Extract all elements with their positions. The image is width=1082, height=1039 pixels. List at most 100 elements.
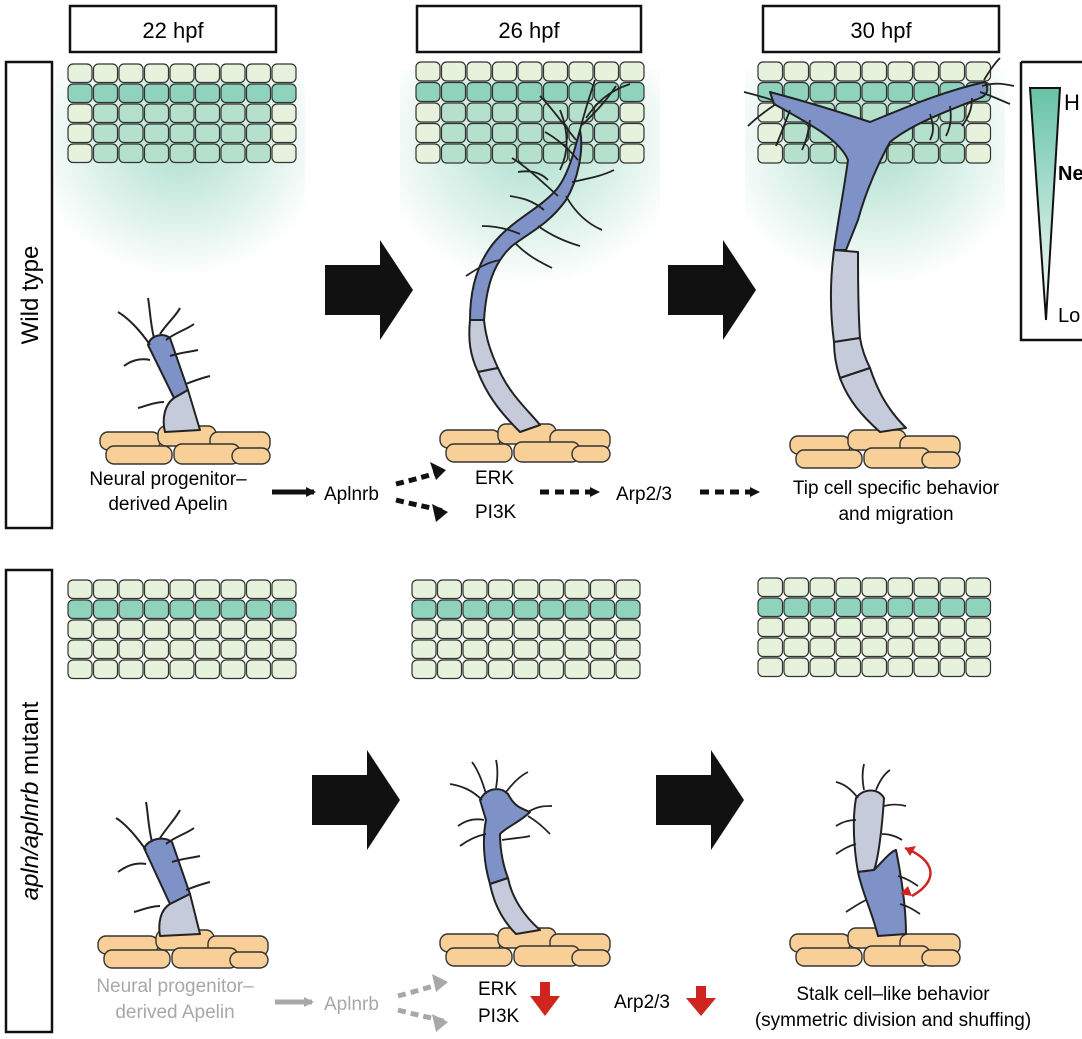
neural-cell (220, 659, 246, 680)
neural-cell (143, 659, 170, 680)
neural-cell (487, 599, 514, 620)
neural-cell (913, 617, 940, 638)
mut-pi3k: PI3K (478, 1006, 520, 1027)
neural-cell (143, 63, 170, 84)
endothelial-base-wt-22 (99, 425, 271, 465)
neural-cell (411, 659, 437, 680)
neural-cell (194, 659, 221, 680)
neural-grid-mut-26 (411, 579, 641, 680)
neural-cell (143, 123, 170, 144)
neural-cell (593, 102, 620, 123)
endothelial-cell (921, 949, 961, 967)
neural-cell (440, 81, 467, 103)
neural-cell (169, 579, 195, 600)
neural-cell (194, 619, 221, 640)
neural-cell (436, 599, 463, 620)
neural-cell (589, 599, 616, 620)
neural-cell (271, 639, 297, 660)
wt-source-line2: derived Apelin (108, 494, 227, 515)
neural-cell (861, 597, 888, 618)
neural-cell (118, 83, 144, 104)
endothelial-base-wt-30 (789, 429, 961, 469)
neural-cell (757, 143, 784, 164)
apelin-gradient-legend: H Ne Lo (1019, 60, 1082, 342)
neural-cell (939, 61, 966, 82)
neural-cell (568, 61, 594, 82)
neural-tube-grids (67, 61, 992, 680)
endothelial-base-mut-30 (789, 927, 961, 967)
neural-cell (118, 63, 144, 84)
mutant-label-rest: mutant (17, 701, 44, 781)
sprout-mut-26 (449, 759, 553, 935)
sprout-wt-26 (465, 79, 631, 433)
legend-low-label: Lo (1058, 305, 1080, 327)
neural-cell (118, 639, 144, 660)
time-header-30: 30 hpf (761, 4, 1001, 54)
sprout-wt-30 (743, 57, 1015, 433)
neural-cell (220, 143, 246, 164)
neural-cell (220, 639, 246, 660)
neural-cell (538, 639, 565, 660)
neural-cell (835, 577, 862, 598)
wild-type-label: Wild type (17, 246, 44, 345)
neural-cell (619, 143, 645, 164)
wt-arp: Arp2/3 (616, 484, 672, 505)
neural-cell (118, 599, 144, 620)
neural-cell (466, 81, 492, 103)
time-header-22: 22 hpf (68, 4, 278, 54)
neural-grid-mut-30 (757, 577, 992, 678)
neural-cell (965, 637, 992, 658)
endothelial-cell (445, 443, 513, 463)
neural-cell (757, 617, 784, 638)
neural-cell (118, 619, 144, 640)
mut-arp: Arp2/3 (614, 992, 670, 1013)
neural-cell (466, 102, 492, 123)
neural-cell (92, 143, 119, 164)
endothelial-cell (171, 947, 239, 969)
neural-cell (245, 103, 272, 124)
neural-cell (415, 81, 441, 103)
neural-cell (783, 577, 810, 598)
endothelial-cell (921, 451, 961, 469)
neural-cell (887, 81, 914, 103)
mut-source-line1: Neural progenitor– (96, 976, 254, 997)
neural-cell (220, 619, 246, 640)
neural-cell (939, 143, 966, 164)
neural-cell (245, 143, 272, 164)
neural-cell (913, 637, 940, 658)
neural-cell (913, 122, 940, 144)
neural-cell (809, 657, 836, 678)
neural-cell (589, 619, 616, 640)
mut-receptor: Aplnrb (324, 994, 379, 1015)
endothelial-cell (231, 447, 271, 465)
wt-outcome-line1: Tip cell specific behavior (793, 478, 1000, 499)
neural-cell (517, 61, 543, 82)
neural-cell (861, 577, 888, 598)
mut-pathway: Neural progenitor– derived Apelin Aplnrb… (96, 974, 1031, 1032)
gradient-wedge (1028, 87, 1062, 321)
neural-cell (809, 637, 836, 658)
neural-cell (143, 639, 170, 660)
mut-outcome-line2: (symmetric division and shuffing) (755, 1010, 1031, 1031)
neural-cell (169, 143, 195, 164)
endothelial-cell (795, 449, 863, 469)
neural-cell (194, 143, 221, 164)
neural-cell (491, 81, 518, 103)
neural-cell (92, 123, 119, 144)
neural-cell (271, 579, 297, 600)
neural-cell (245, 83, 272, 104)
neural-cell (593, 81, 620, 103)
neural-cell (783, 122, 810, 144)
neural-cell (411, 599, 437, 620)
neural-cell (466, 143, 492, 164)
time-label-30: 30 hpf (850, 18, 912, 43)
neural-cell (169, 123, 195, 144)
neural-cell (462, 659, 488, 680)
neural-cell (415, 61, 441, 82)
neural-cell (245, 599, 272, 620)
neural-cell (542, 81, 569, 103)
neural-cell (965, 61, 992, 82)
erk-pi3k-down-arrow (530, 982, 560, 1016)
neural-cell (564, 639, 590, 660)
